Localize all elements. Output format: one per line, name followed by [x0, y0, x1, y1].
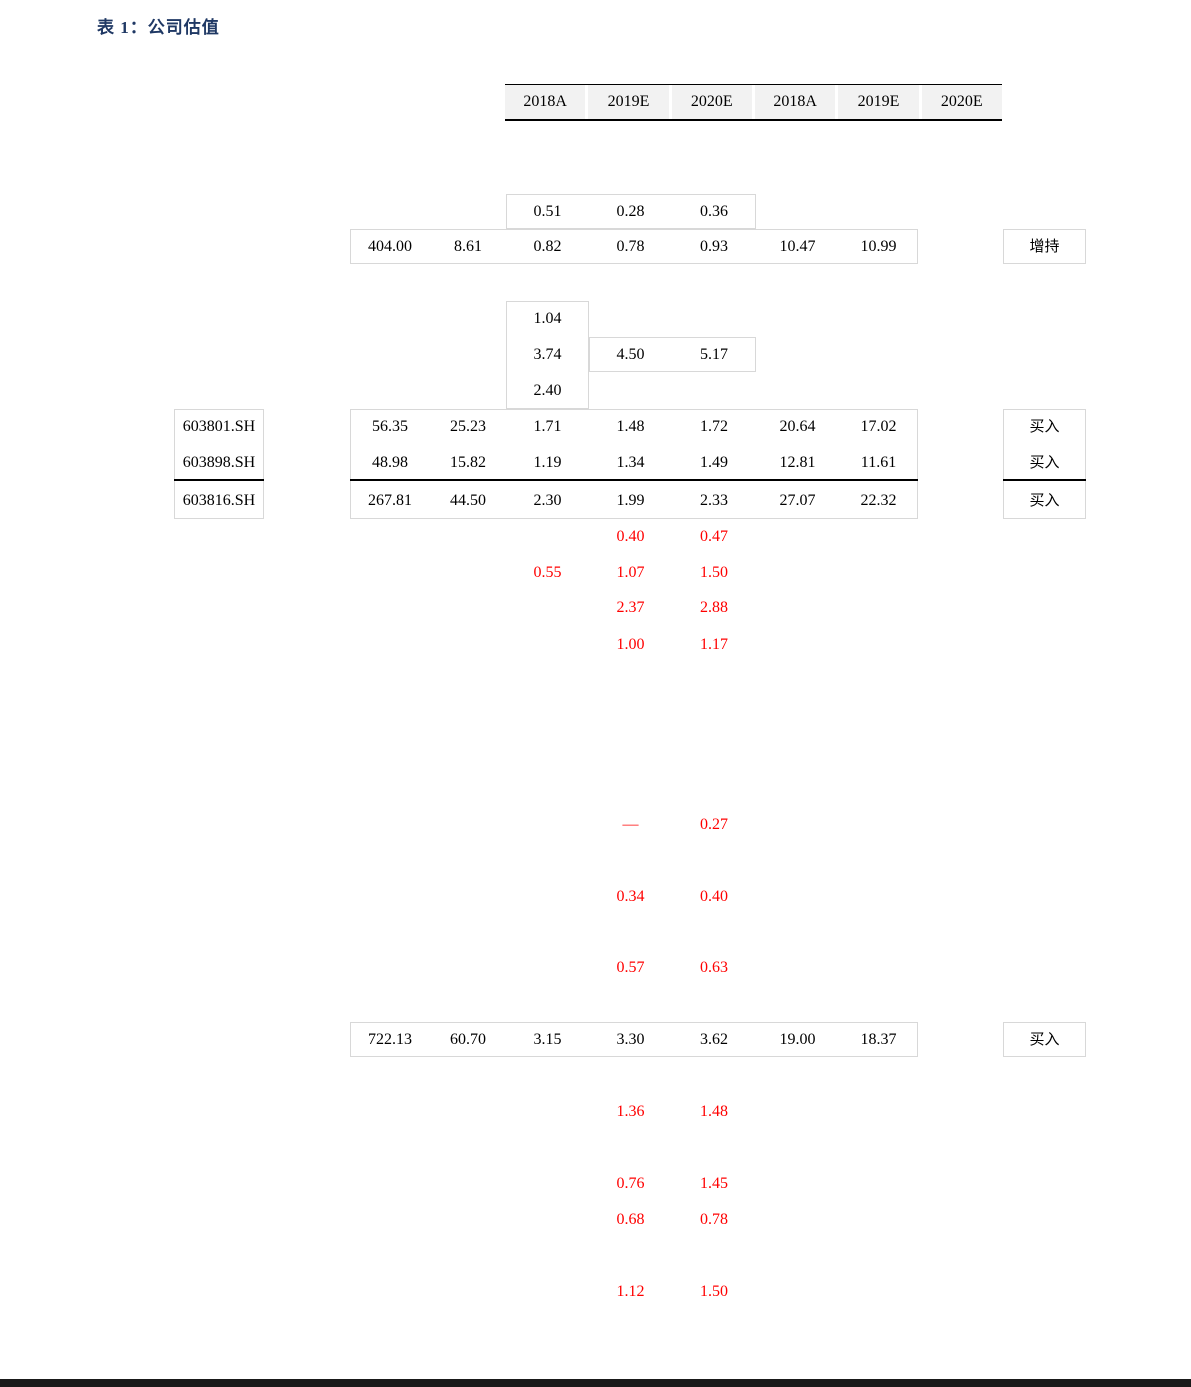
table-cell: 48.98 — [372, 454, 408, 471]
table-cell: 1.36 — [616, 1103, 645, 1120]
table-cell: 0.57 — [616, 959, 645, 976]
table-cell: 0.78 — [616, 238, 645, 255]
table-cell: 0.40 — [616, 528, 645, 545]
table-cell: — — [622, 816, 639, 833]
row-separator-line — [350, 479, 918, 481]
table-cell: 19.00 — [779, 1031, 816, 1048]
stock-code-cell: 603898.SH — [182, 454, 256, 471]
table-cell: 0.82 — [533, 238, 562, 255]
table-cell: 12.81 — [779, 454, 816, 471]
table-header: 2018A 2019E 2020E 2018A 2019E 2020E — [505, 84, 1002, 121]
rating-cell: 买入 — [1029, 1032, 1060, 1048]
header-cell-year: 2019E — [588, 85, 669, 119]
table-cell: 1.04 — [533, 310, 562, 327]
cell-background-box — [506, 301, 589, 409]
header-cell-year: 2019E — [838, 85, 919, 119]
table-cell: 1.19 — [533, 454, 562, 471]
header-cell-year: 2018A — [754, 85, 836, 119]
table-cell: 2.37 — [616, 599, 645, 616]
table-cell: 404.00 — [368, 238, 412, 255]
table-cell: 0.47 — [700, 528, 728, 545]
table-cell: 0.68 — [616, 1211, 645, 1228]
table-cell: 1.00 — [616, 636, 645, 653]
header-cell-year: 2020E — [921, 85, 1002, 119]
header-cell-year: 2020E — [671, 85, 752, 119]
table-cell: 11.61 — [860, 454, 897, 471]
cell-background-box — [350, 409, 918, 519]
cell-background-box — [350, 229, 918, 264]
stock-code-cell: 603801.SH — [182, 418, 256, 435]
rating-cell: 增持 — [1029, 239, 1060, 255]
table-cell: 1.34 — [616, 454, 645, 471]
table-cell: 0.34 — [616, 888, 645, 905]
table-cell: 2.40 — [533, 382, 562, 399]
table-cell: 0.36 — [700, 203, 728, 220]
table-cell: 3.74 — [533, 346, 562, 363]
table-cell: 1.99 — [616, 492, 645, 509]
table-cell: 20.64 — [779, 418, 816, 435]
table-cell: 1.50 — [700, 564, 728, 581]
table-cell: 15.82 — [450, 454, 486, 471]
rating-cell: 买入 — [1029, 419, 1060, 435]
table-cell: 2.33 — [700, 492, 728, 509]
table-cell: 0.63 — [700, 959, 728, 976]
table-cell: 8.61 — [454, 238, 482, 255]
table-cell: 10.99 — [860, 238, 897, 255]
cell-background-box — [1003, 229, 1086, 264]
cell-background-box — [1003, 409, 1086, 519]
table-cell: 3.15 — [533, 1031, 562, 1048]
table-cell: 27.07 — [779, 492, 816, 509]
table-cell: 60.70 — [450, 1031, 486, 1048]
table-title: 表 1：公司估值 — [97, 18, 220, 37]
row-separator-line — [174, 479, 264, 481]
table-cell: 0.40 — [700, 888, 728, 905]
table-cell: 0.78 — [700, 1211, 728, 1228]
table-cell: 1.12 — [616, 1283, 645, 1300]
table-cell: 1.49 — [700, 454, 728, 471]
table-cell: 0.51 — [533, 203, 562, 220]
table-cell: 18.37 — [860, 1031, 897, 1048]
page-bottom-bar — [0, 1379, 1191, 1387]
table-cell: 1.72 — [700, 418, 728, 435]
table-cell: 722.13 — [368, 1031, 412, 1048]
table-cell: 1.07 — [616, 564, 645, 581]
table-cell: 1.71 — [533, 418, 562, 435]
table-cell: 0.93 — [700, 238, 728, 255]
table-cell: 2.30 — [533, 492, 562, 509]
cell-background-box — [174, 409, 264, 519]
cell-background-box — [1003, 1022, 1086, 1057]
table-cell: 1.48 — [700, 1103, 728, 1120]
table-cell: 1.45 — [700, 1175, 728, 1192]
table-cell: 0.28 — [616, 203, 645, 220]
cell-background-box — [589, 337, 756, 372]
table-cell: 56.35 — [372, 418, 408, 435]
table-cell: 4.50 — [616, 346, 645, 363]
table-cell: 2.88 — [700, 599, 728, 616]
table-cell: 1.48 — [616, 418, 645, 435]
table-cell: 3.30 — [616, 1031, 645, 1048]
table-cell: 5.17 — [700, 346, 728, 363]
stock-code-cell: 603816.SH — [182, 492, 256, 509]
rating-cell: 买入 — [1029, 455, 1060, 471]
cell-background-box — [506, 194, 756, 229]
rating-cell: 买入 — [1029, 493, 1060, 509]
table-cell: 22.32 — [860, 492, 897, 509]
table-cell: 0.27 — [700, 816, 728, 833]
table-cell: 0.55 — [533, 564, 562, 581]
row-separator-line — [1003, 479, 1086, 481]
table-cell: 44.50 — [450, 492, 486, 509]
table-cell: 0.76 — [616, 1175, 645, 1192]
header-cell-year: 2018A — [505, 85, 586, 119]
table-cell: 3.62 — [700, 1031, 728, 1048]
cell-background-box — [350, 1022, 918, 1057]
table-cell: 17.02 — [860, 418, 897, 435]
table-cell: 10.47 — [779, 238, 816, 255]
table-cell: 1.50 — [700, 1283, 728, 1300]
table-cell: 1.17 — [700, 636, 728, 653]
table-cell: 267.81 — [368, 492, 412, 509]
table-cell: 25.23 — [450, 418, 486, 435]
